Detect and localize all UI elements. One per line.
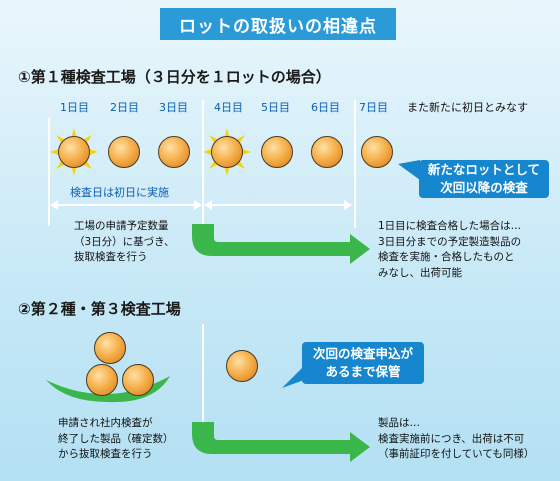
timeline-divider-section2 [202, 324, 204, 450]
green-flow-arrow [192, 422, 370, 462]
product-ball-stored [226, 350, 258, 382]
text-line: 3日目分までの予定製造製品の [378, 235, 522, 248]
section2-title: ②第２種・第３検査工場 [18, 300, 181, 318]
day-label-7: 7日目 [359, 101, 388, 114]
callout-pointer [398, 160, 420, 180]
inspection-day-label: 検査日は初日に実施 [70, 186, 169, 199]
text-line: 1日目に検査合格した場合は… [378, 220, 522, 232]
day-label-5: 5日目 [261, 101, 290, 114]
section2-right-text: 製品は… 検査実施前につき、出荷は不可 （事前証印を付していても同様） [378, 416, 534, 463]
text-line: から抜取検査を行う [58, 448, 153, 460]
callout-line: 新たなロットとして [427, 162, 541, 177]
text-line: 申請され社内検査が [58, 417, 153, 429]
callout-line: 次回以降の検査 [440, 180, 528, 195]
product-ball-stack [94, 332, 126, 364]
product-lot-ball-day2 [108, 136, 140, 168]
day7-note: また新たに初日とみなす [407, 101, 528, 114]
page-title: ロットの取扱いの相違点 [160, 8, 396, 40]
text-line: 終了した製品（確定数） [58, 432, 174, 445]
product-ball-stack [122, 364, 154, 396]
product-ball-stack [86, 364, 118, 396]
day-label-4: 4日目 [214, 101, 243, 114]
storage-callout: 次回の検査申込が あるまで保管 [302, 342, 424, 384]
product-lot-ball-day6 [311, 136, 343, 168]
new-lot-callout: 新たなロットとして 次回以降の検査 [419, 160, 549, 198]
timeline-divider-day7 [354, 100, 356, 228]
product-lot-ball-day1 [58, 136, 90, 168]
timeline-divider-day4 [202, 100, 204, 228]
span-arrow-days4-6 [204, 200, 352, 210]
day-label-1: 1日目 [60, 101, 89, 114]
day-label-6: 6日目 [311, 101, 340, 114]
text-line: （事前証印を付していても同様） [378, 448, 535, 460]
callout-pointer [282, 366, 304, 388]
timeline-divider-start [48, 118, 50, 226]
day-label-3: 3日目 [159, 101, 188, 114]
callout-line: 次回の検査申込が [312, 346, 413, 361]
span-arrow-days1-3 [50, 200, 202, 210]
section2-left-text: 申請され社内検査が 終了した製品（確定数） から抜取検査を行う [58, 416, 174, 463]
text-line: 検査を実施・合格したものと [378, 251, 515, 263]
product-lot-ball-day4 [211, 136, 243, 168]
section1-title: ①第１種検査工場（３日分を１ロットの場合） [18, 68, 331, 86]
text-line: 製品は… [378, 417, 420, 429]
text-line: 工場の申請予定数量 [74, 220, 169, 232]
product-lot-ball-day7 [361, 136, 393, 168]
text-line: みなし、出荷可能 [378, 266, 462, 279]
text-line: （3日分）に基づき、 [74, 235, 175, 248]
day-label-2: 2日目 [110, 101, 139, 114]
product-lot-ball-day5 [261, 136, 293, 168]
green-flow-arrow [192, 224, 370, 264]
callout-line: あるまで保管 [325, 364, 401, 379]
section1-right-text: 1日目に検査合格した場合は… 3日目分までの予定製造製品の 検査を実施・合格した… [378, 219, 521, 281]
text-line: 抜取検査を行う [74, 251, 148, 263]
product-lot-ball-day3 [158, 136, 190, 168]
section1-left-text: 工場の申請予定数量 （3日分）に基づき、 抜取検査を行う [74, 219, 174, 266]
text-line: 検査実施前につき、出荷は不可 [378, 432, 525, 445]
